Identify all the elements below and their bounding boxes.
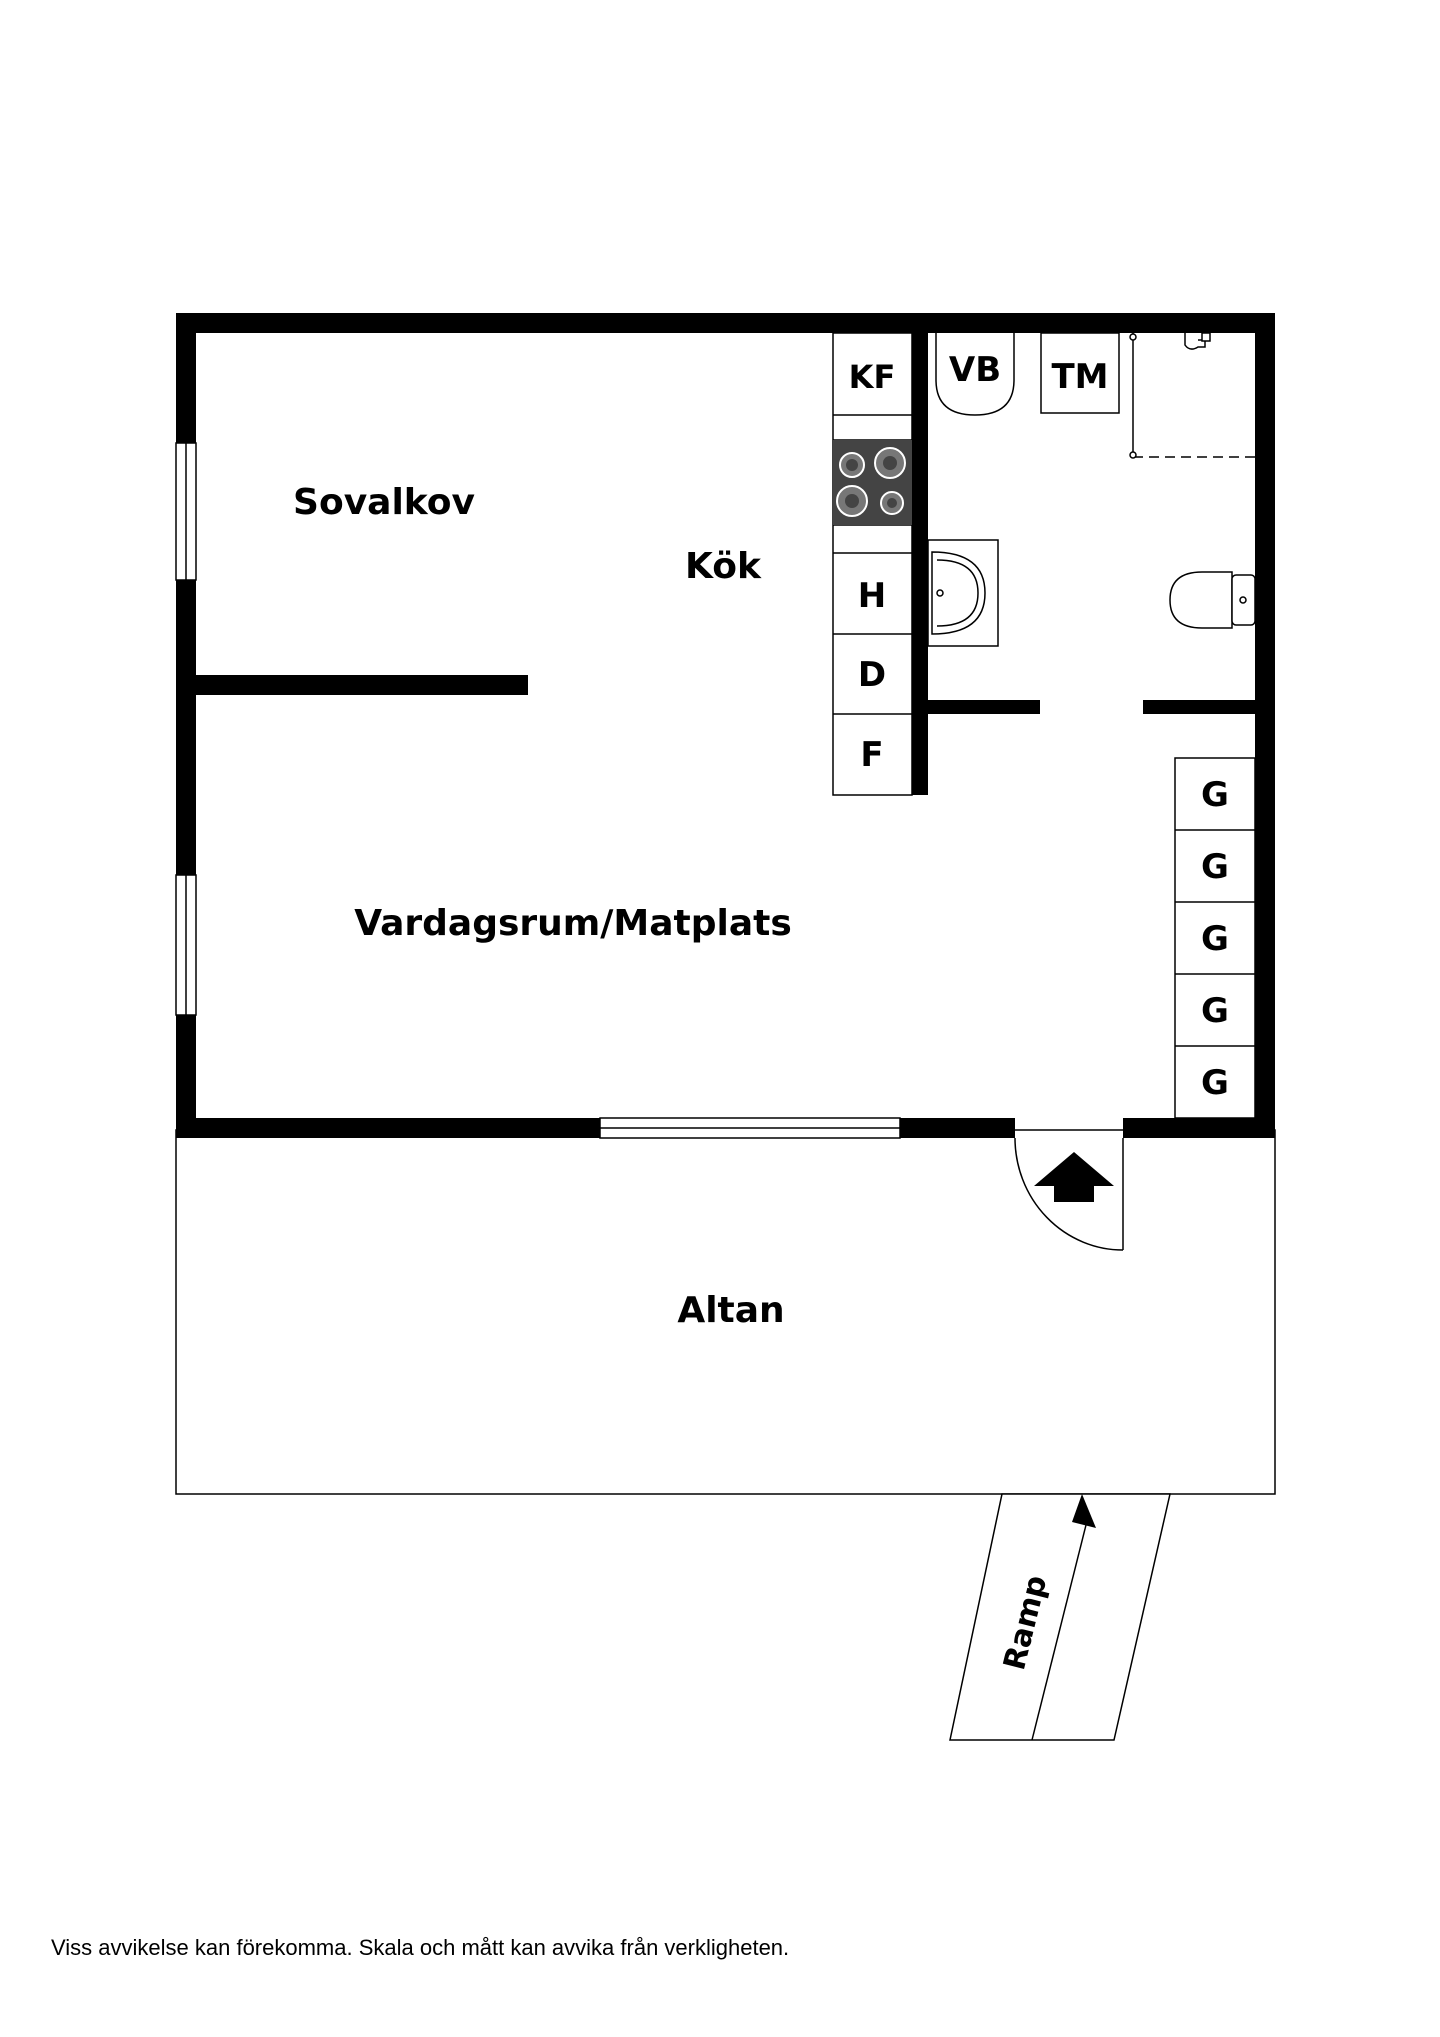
h-unit-label: H — [858, 576, 886, 616]
d-unit-label: D — [858, 655, 886, 695]
ramp-arrow-icon — [1072, 1494, 1096, 1528]
vb-label: VB — [949, 350, 1001, 390]
tm-unit: TM — [1040, 332, 1120, 414]
closet-label: G — [1201, 775, 1229, 815]
room-label-altan: Altan — [677, 1290, 784, 1331]
fridge-freezer-label: KF — [849, 358, 896, 396]
disclaimer-text: Viss avvikelse kan förekomma. Skala och … — [51, 1935, 790, 1960]
exterior-walls — [176, 313, 1275, 1138]
toilet-icon — [1169, 571, 1256, 629]
sink-icon — [927, 539, 999, 647]
entrance-arrow-icon — [1034, 1152, 1114, 1202]
bathroom: VB TM — [927, 332, 1256, 647]
shower-icon — [1129, 332, 1255, 459]
stove-icon — [833, 440, 912, 525]
interior-walls — [196, 333, 1255, 795]
kitchen-counter: KF H D F — [832, 332, 913, 796]
closet-label: G — [1201, 991, 1229, 1031]
tm-label: TM — [1051, 357, 1108, 397]
room-label-sovalkov: Sovalkov — [293, 482, 475, 523]
closets: G G G G G — [1174, 757, 1256, 1119]
f-unit-label: F — [860, 735, 883, 775]
window-vardagsrum — [175, 874, 197, 1016]
closet-label: G — [1201, 1063, 1229, 1103]
ramp: Ramp — [949, 1493, 1171, 1741]
closet-label: G — [1201, 847, 1229, 887]
window-bottom — [599, 1117, 901, 1139]
closet-label: G — [1201, 919, 1229, 959]
entrance-door — [1014, 1137, 1124, 1251]
window-sovalkov — [175, 442, 197, 581]
room-label-kok: Kök — [685, 546, 762, 587]
room-label-vardagsrum: Vardagsrum/Matplats — [354, 903, 792, 944]
vb-unit: VB — [935, 333, 1015, 416]
